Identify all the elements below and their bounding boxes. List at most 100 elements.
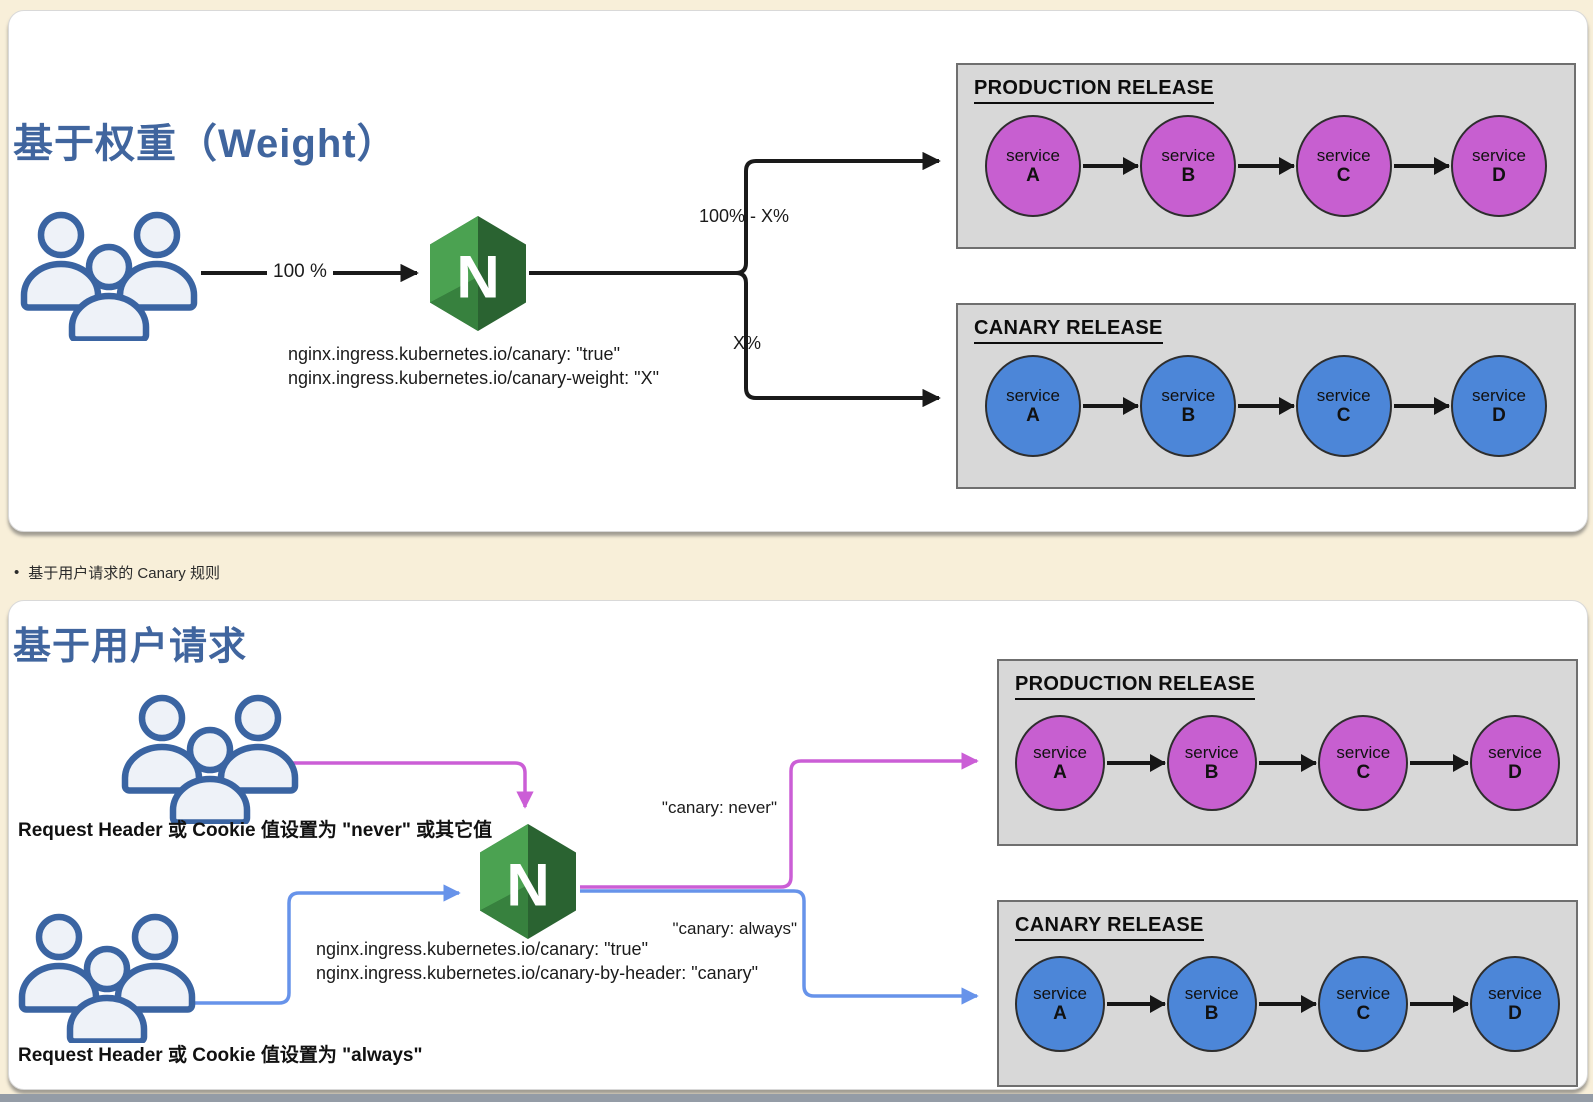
route-never-label: "canary: never" xyxy=(661,798,777,817)
service-chain: service A service B service C service D xyxy=(958,355,1574,457)
service-node-a: service A xyxy=(985,355,1081,457)
weight-annotations: nginx.ingress.kubernetes.io/canary: "tru… xyxy=(288,342,659,390)
service-letter: A xyxy=(1026,405,1040,426)
service-word: service xyxy=(1316,386,1371,405)
service-word: service xyxy=(1161,386,1216,405)
service-letter: B xyxy=(1181,405,1196,426)
svg-text:N: N xyxy=(456,244,499,311)
production-release-box: PRODUCTION RELEASE service A service B s… xyxy=(997,659,1578,846)
service-word: service xyxy=(1184,743,1239,762)
service-word: service xyxy=(1006,146,1060,165)
svg-text:N: N xyxy=(506,852,549,919)
service-node-d: service D xyxy=(1450,115,1547,217)
service-node-b: service B xyxy=(1140,355,1237,457)
service-node-d: service D xyxy=(1470,956,1561,1052)
canary-release-title: CANARY RELEASE xyxy=(1015,914,1204,941)
annotation-canary-true: nginx.ingress.kubernetes.io/canary: "tru… xyxy=(316,939,648,959)
service-word: service xyxy=(1488,743,1542,762)
canary-release-title: CANARY RELEASE xyxy=(974,317,1163,344)
arrow-right-icon xyxy=(1258,761,1317,765)
annotation-canary-by-header: nginx.ingress.kubernetes.io/canary-by-he… xyxy=(316,963,759,983)
service-chain: service A service B service C service D xyxy=(958,115,1574,217)
service-word: service xyxy=(1006,386,1060,405)
service-letter: B xyxy=(1181,165,1196,186)
bullet-text: 基于用户请求的 Canary 规则 xyxy=(28,565,220,582)
service-word: service xyxy=(1472,146,1526,165)
service-node-c: service C xyxy=(1318,956,1409,1052)
service-node-b: service B xyxy=(1166,956,1257,1052)
service-letter: B xyxy=(1204,1003,1219,1024)
never-users-group-icon xyxy=(116,690,304,824)
split-top-label: 100% - X% xyxy=(699,206,790,226)
service-word: service xyxy=(1161,146,1216,165)
bullet-item: • 基于用户请求的 Canary 规则 xyxy=(14,562,220,583)
service-node-c: service C xyxy=(1295,355,1392,457)
service-letter: D xyxy=(1508,762,1522,783)
production-release-title: PRODUCTION RELEASE xyxy=(974,77,1214,104)
canary-release-box: CANARY RELEASE service A service B servi… xyxy=(956,303,1576,489)
nginx-logo-icon: N xyxy=(480,824,576,939)
service-letter: A xyxy=(1053,1003,1067,1024)
request-heading: 基于用户请求 xyxy=(13,626,248,668)
arrow-right-icon xyxy=(1258,1002,1317,1006)
bullet-icon: • xyxy=(14,564,20,581)
service-node-a: service A xyxy=(985,115,1081,217)
never-group-label: Request Header 或 Cookie 值设置为 "never" 或其它… xyxy=(18,820,493,841)
service-word: service xyxy=(1336,743,1391,762)
service-letter: D xyxy=(1492,405,1506,426)
service-letter: C xyxy=(1336,165,1351,186)
service-word: service xyxy=(1184,984,1239,1003)
service-letter: D xyxy=(1492,165,1506,186)
nginx-to-production-arrow xyxy=(580,752,979,889)
service-chain: service A service B service C service D xyxy=(999,715,1576,811)
users-group-icon xyxy=(15,207,203,341)
arrow-right-icon xyxy=(1238,164,1294,168)
service-chain: service A service B service C service D xyxy=(999,956,1576,1052)
arrow-right-icon xyxy=(1083,164,1139,168)
bottom-divider xyxy=(0,1094,1593,1102)
arrow-right-icon xyxy=(1107,1002,1165,1006)
canary-release-box: CANARY RELEASE service A service B servi… xyxy=(997,900,1578,1087)
service-node-a: service A xyxy=(1015,956,1105,1052)
arrow-right-icon xyxy=(1393,404,1449,408)
service-node-c: service C xyxy=(1295,115,1392,217)
service-letter: C xyxy=(1356,1003,1371,1024)
weight-heading: 基于权重（Weight） xyxy=(13,122,398,166)
service-node-d: service D xyxy=(1450,355,1547,457)
never-users-to-nginx-arrow xyxy=(288,761,534,809)
nginx-logo-icon: N xyxy=(430,216,526,331)
service-letter: C xyxy=(1336,405,1351,426)
service-word: service xyxy=(1336,984,1391,1003)
production-release-title: PRODUCTION RELEASE xyxy=(1015,673,1255,700)
service-node-b: service B xyxy=(1166,715,1257,811)
service-node-b: service B xyxy=(1140,115,1237,217)
service-letter: D xyxy=(1508,1003,1522,1024)
service-letter: A xyxy=(1026,165,1040,186)
traffic-percent-label: 100 % xyxy=(267,260,333,284)
request-panel: 基于用户请求 Request Header 或 Cookie 值设置为 "nev… xyxy=(8,600,1588,1090)
arrow-right-icon xyxy=(1393,164,1449,168)
always-users-group-icon xyxy=(13,909,201,1043)
route-always-label: "canary: always" xyxy=(672,919,797,938)
service-word: service xyxy=(1472,386,1526,405)
request-annotations: nginx.ingress.kubernetes.io/canary: "tru… xyxy=(316,937,758,985)
service-node-a: service A xyxy=(1015,715,1105,811)
annotation-canary-weight: nginx.ingress.kubernetes.io/canary-weigh… xyxy=(288,368,659,388)
annotation-canary-true: nginx.ingress.kubernetes.io/canary: "tru… xyxy=(288,344,620,364)
arrow-right-icon xyxy=(1238,404,1294,408)
service-letter: A xyxy=(1053,762,1067,783)
split-bottom-label: X% xyxy=(733,333,762,353)
weight-panel: 基于权重（Weight） 100 % N nginx.ingress.kuber… xyxy=(8,10,1588,532)
service-letter: B xyxy=(1204,762,1219,783)
service-node-d: service D xyxy=(1470,715,1561,811)
arrow-right-icon xyxy=(1107,761,1165,765)
service-node-c: service C xyxy=(1318,715,1409,811)
service-word: service xyxy=(1316,146,1371,165)
arrow-right-icon xyxy=(1410,1002,1469,1006)
production-release-box: PRODUCTION RELEASE service A service B s… xyxy=(956,63,1576,249)
service-word: service xyxy=(1488,984,1542,1003)
split-to-canary-arrow xyxy=(735,271,941,408)
service-word: service xyxy=(1033,984,1087,1003)
arrow-right-icon xyxy=(1410,761,1469,765)
always-group-label: Request Header 或 Cookie 值设置为 "always" xyxy=(18,1045,423,1066)
